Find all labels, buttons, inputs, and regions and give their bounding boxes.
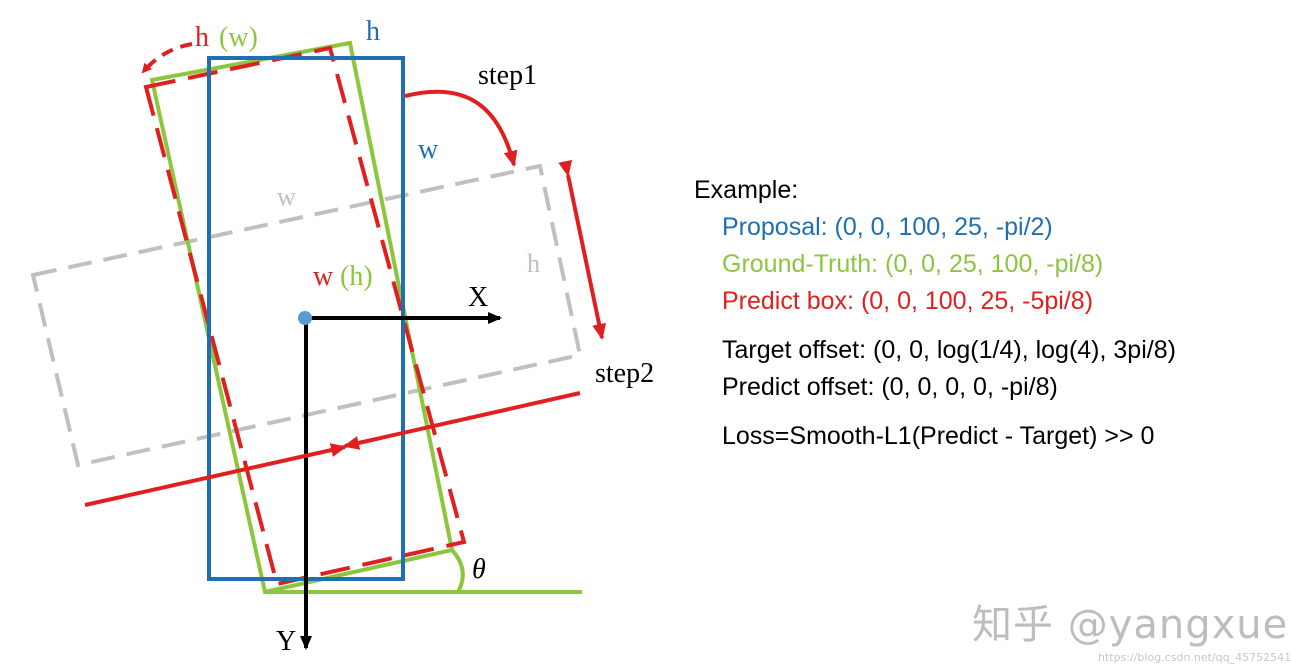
example-heading: Example: (694, 176, 799, 204)
step2-label: step2 (595, 358, 654, 389)
top-red-h-label: h (195, 22, 209, 53)
top-green-w-label: (w) (219, 22, 258, 53)
blue-h-label: h (366, 16, 380, 47)
predict-offset-line: Predict offset: (0, 0, 0, 0, -pi/8) (722, 373, 1058, 401)
step2-line-left (84, 443, 347, 507)
watermark: 知乎 @yangxue (972, 602, 1289, 648)
step1-arrow (404, 89, 518, 167)
mid-green-h-label: (h) (340, 261, 373, 292)
center-point (298, 311, 312, 325)
watermark-url: https://blog.csdn.net/qq_45752541 (1098, 651, 1291, 664)
gray-h-label: h (527, 249, 540, 278)
example-panel: Example: Proposal: (0, 0, 100, 25, -pi/2… (694, 172, 1274, 455)
predict-box (143, 45, 467, 587)
target-offset-line: Target offset: (0, 0, log(1/4), log(4), … (722, 336, 1176, 364)
step2-line-right (343, 391, 581, 450)
mid-red-w-label: w (313, 261, 334, 292)
y-axis-label: Y (276, 626, 296, 657)
theta-arc (450, 548, 465, 593)
blue-w-label: w (418, 134, 439, 165)
x-axis-label: X (468, 282, 488, 313)
height-double-arrow (558, 159, 606, 340)
theta-label: θ (472, 554, 486, 585)
proposal-line: Proposal: (0, 0, 100, 25, -pi/2) (722, 213, 1053, 241)
predict-line: Predict box: (0, 0, 100, 25, -5pi/8) (722, 287, 1094, 315)
rotation-arrow (141, 42, 193, 74)
gray-w-label: w (277, 182, 296, 211)
loss-line: Loss=Smooth-L1(Predict - Target) >> 0 (722, 422, 1155, 450)
ground-truth-line: Ground-Truth: (0, 0, 25, 100, -pi/8) (722, 250, 1104, 278)
step1-label: step1 (478, 60, 537, 91)
